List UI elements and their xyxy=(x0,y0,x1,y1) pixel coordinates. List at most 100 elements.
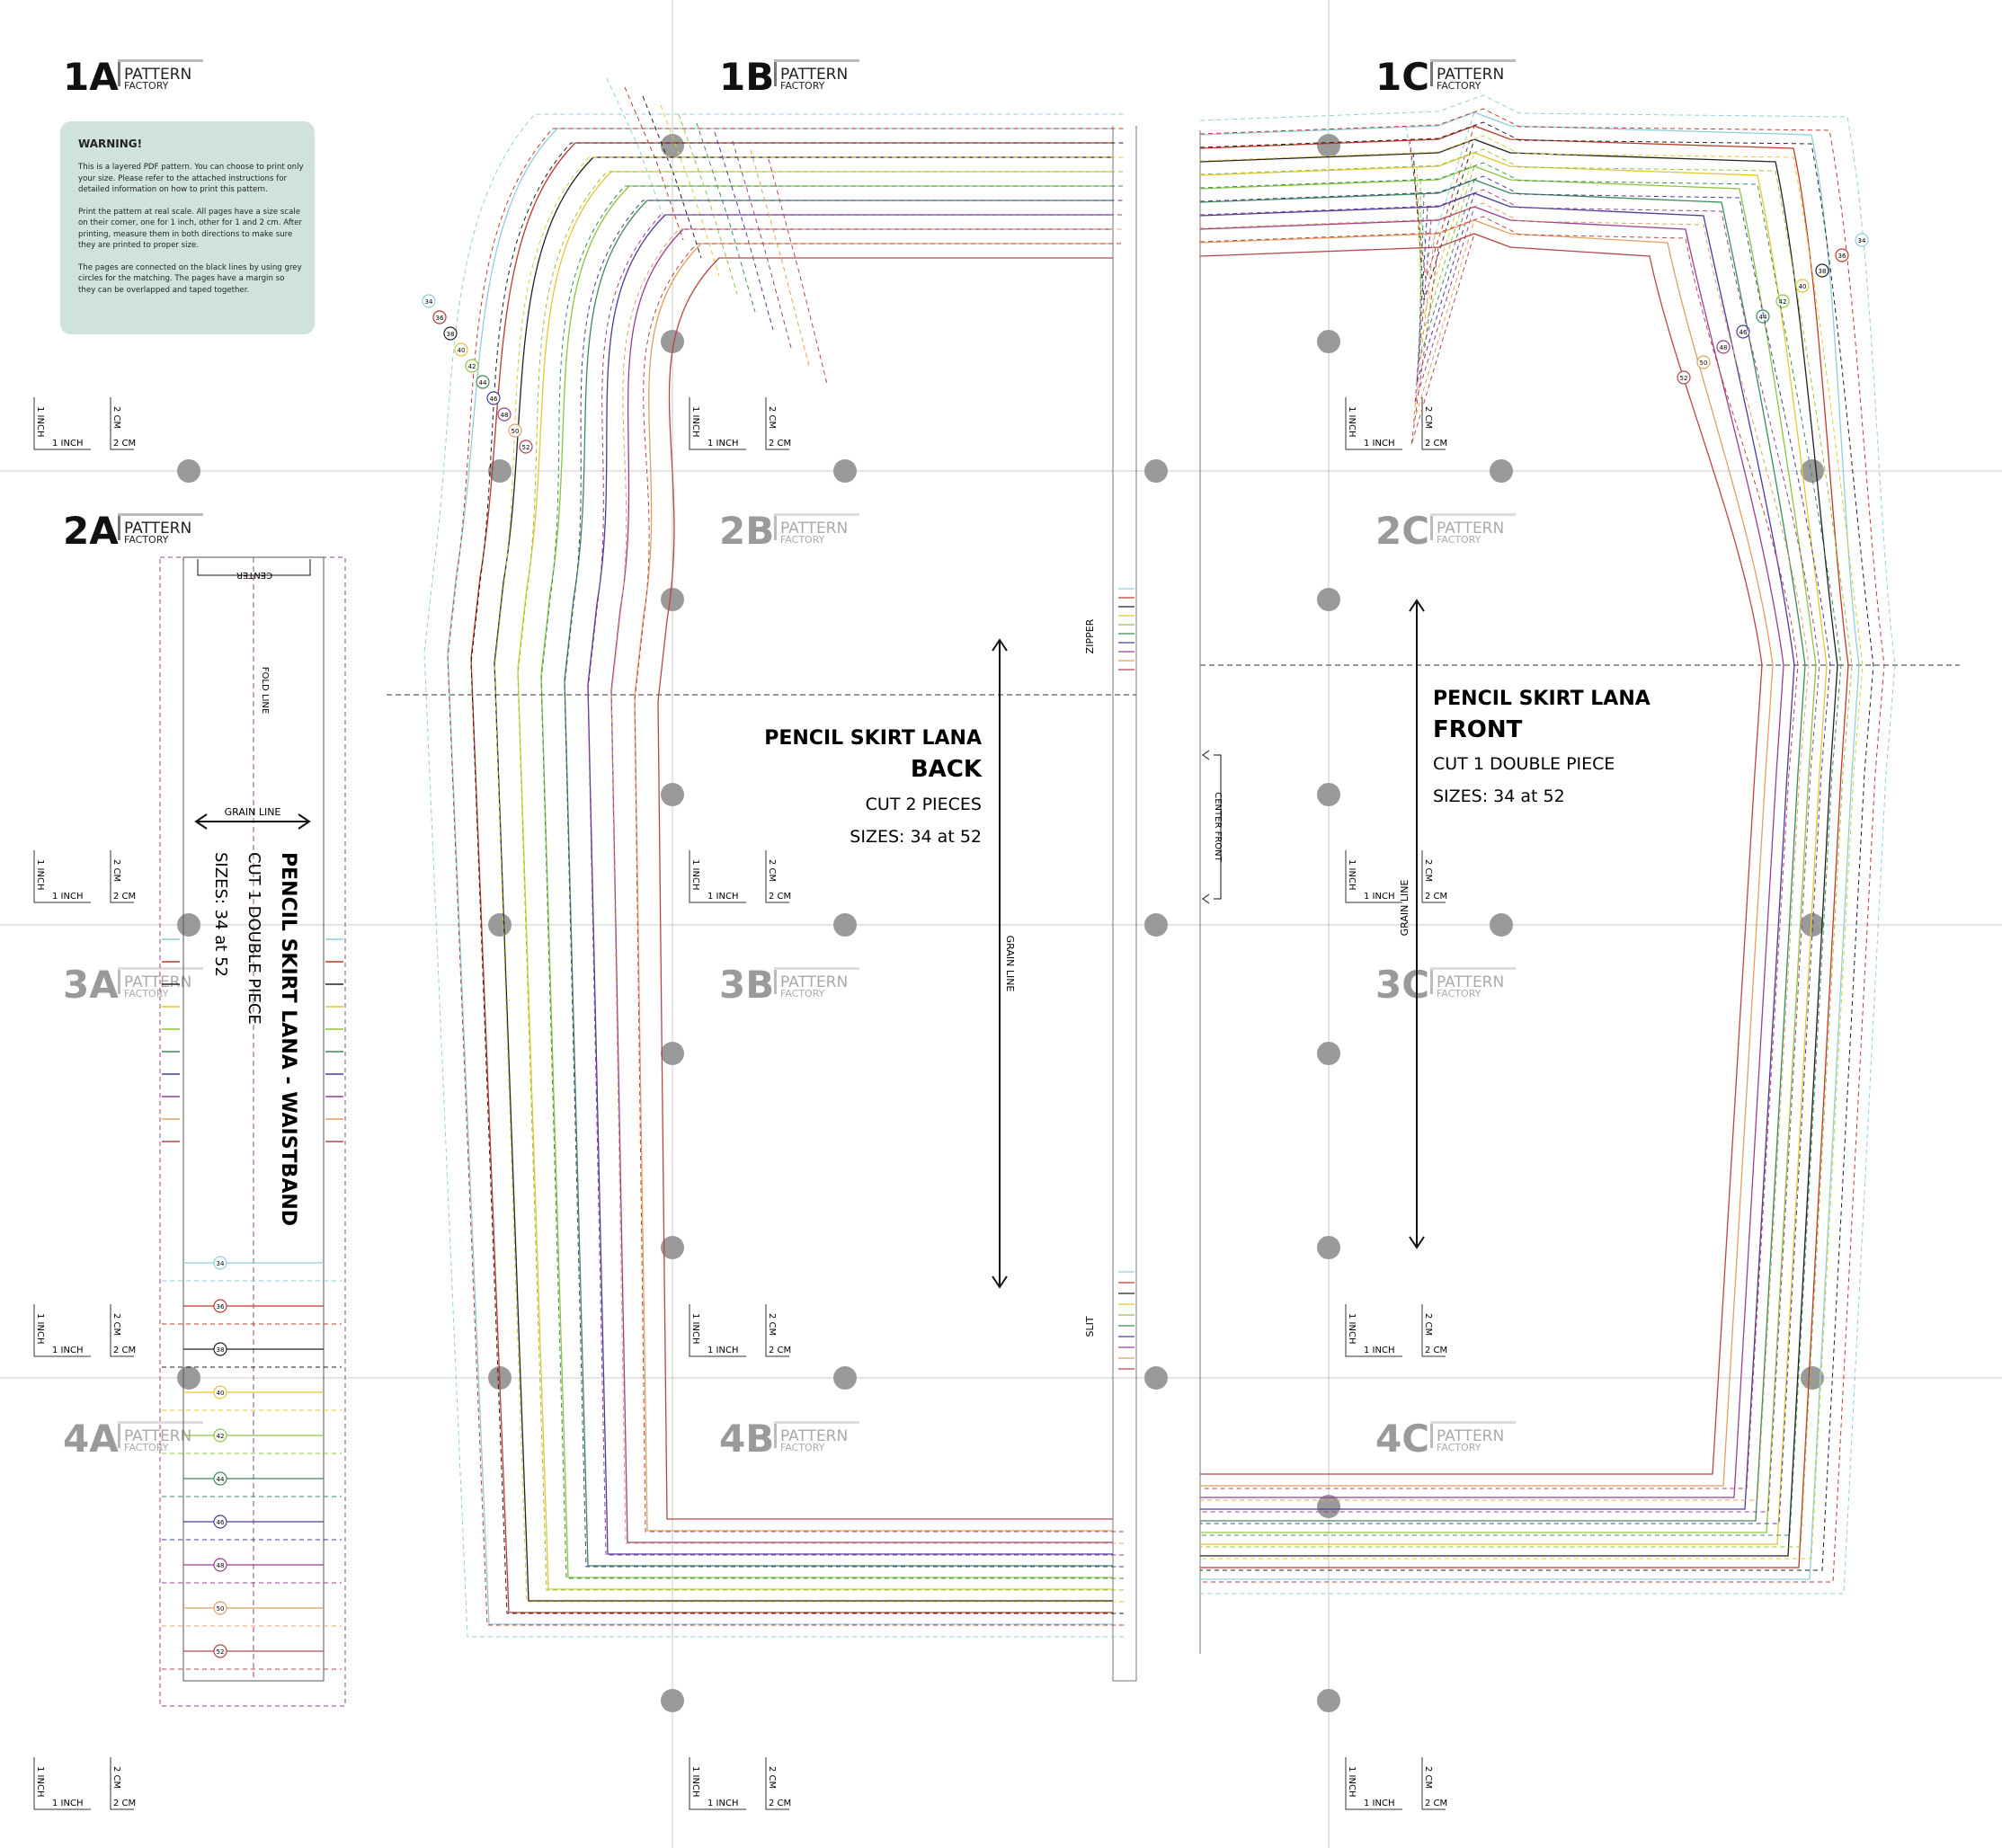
match-circle xyxy=(177,913,200,937)
cm-scale-label: 2 CM xyxy=(769,892,791,902)
front-seam-allowance xyxy=(1199,94,1896,1595)
front-seam-allowance xyxy=(1199,148,1853,1548)
brand-name: FACTORY xyxy=(1437,534,1481,546)
back-seam-allowance xyxy=(494,156,1124,1603)
back-size-outline xyxy=(657,257,1113,1520)
tile-label-2C: 2C xyxy=(1375,509,1429,553)
brand-name: FACTORY xyxy=(1437,80,1481,92)
brand-name: FACTORY xyxy=(124,988,169,1000)
waistband-size-label: 40 xyxy=(217,1390,225,1397)
front-size-badge xyxy=(1696,355,1711,369)
brand-name: PATTERN xyxy=(124,66,191,84)
waistband-size-label: 42 xyxy=(217,1433,225,1440)
front-size-badge xyxy=(1677,370,1691,385)
inch-scale xyxy=(689,397,746,450)
tile-label-2A: 2A xyxy=(63,509,119,553)
front-size-label: 50 xyxy=(1700,360,1708,367)
front-size-badge xyxy=(1815,263,1829,278)
brand-name: FACTORY xyxy=(124,534,169,546)
back-size-badge xyxy=(497,407,512,422)
front-dart xyxy=(1405,111,1475,260)
back-size-label: 46 xyxy=(490,395,498,403)
back-center-edge xyxy=(1112,126,1137,1682)
cm-scale-label: 2 CM xyxy=(1425,1346,1447,1355)
inch-scale xyxy=(1345,1304,1402,1357)
inch-scale-label: 1 INCH xyxy=(707,1346,738,1355)
brand-name: FACTORY xyxy=(780,988,825,1000)
brand-bar xyxy=(1430,1421,1516,1424)
match-circle xyxy=(833,1366,857,1390)
inch-scale xyxy=(689,1304,746,1357)
match-circle xyxy=(488,459,512,483)
back-sizes: SIZES: 34 at 52 xyxy=(850,827,982,847)
back-seam-allowance xyxy=(610,228,1124,1544)
back-size-badge xyxy=(465,359,479,373)
back-dart xyxy=(678,113,738,295)
size-scale-markers: 1 INCH 1 INCH 2 CM 2 CM 1 INCH 1 INCH 2 CM 2 CM… xyxy=(33,397,1447,1810)
back-size-badge xyxy=(508,423,522,438)
brand-bar xyxy=(1430,513,1433,540)
match-circle xyxy=(1317,1495,1340,1518)
back-grain-arrow-head xyxy=(992,1275,1008,1289)
brand-name: PATTERN xyxy=(780,520,848,538)
match-circle xyxy=(661,783,684,806)
match-circle xyxy=(1144,1366,1168,1390)
brand-bar xyxy=(118,59,203,62)
match-circle xyxy=(1317,134,1340,157)
brand-name: PATTERN xyxy=(780,66,848,84)
waistband-size-label: 44 xyxy=(217,1476,225,1483)
waistband-center-label: CENTER xyxy=(236,570,272,580)
back-size-label: 34 xyxy=(425,298,433,306)
brand-bar xyxy=(118,1421,203,1424)
back-dart xyxy=(750,149,810,367)
waistband-size-badge xyxy=(213,1342,227,1356)
brand-bar xyxy=(774,1421,859,1424)
back-dart xyxy=(714,131,774,331)
cm-scale xyxy=(1421,1757,1446,1810)
brand-name: PATTERN xyxy=(124,520,191,538)
back-size-badge xyxy=(476,375,490,389)
inch-scale-label: 1 INCH xyxy=(690,859,700,890)
cm-scale-label: 2 CM xyxy=(111,1766,121,1789)
front-size-label: 40 xyxy=(1799,283,1807,290)
brand-name: FACTORY xyxy=(1437,1442,1481,1453)
waistband-size-badge xyxy=(213,1385,227,1399)
cm-scale-label: 2 CM xyxy=(1425,892,1447,902)
back-size-label: 44 xyxy=(479,379,487,386)
cm-scale-label: 2 CM xyxy=(113,892,136,902)
cm-scale-label: 2 CM xyxy=(767,1313,777,1336)
cm-scale xyxy=(765,397,789,450)
back-size-badge xyxy=(519,440,533,454)
back-subtitle: BACK xyxy=(911,756,983,783)
waistband-grain-label: GRAIN LINE xyxy=(225,806,281,818)
waistband-size-badge xyxy=(213,1256,227,1270)
cm-scale-label: 2 CM xyxy=(113,1799,136,1808)
brand-bar xyxy=(118,967,120,994)
front-size-badge xyxy=(1716,340,1731,354)
tile-label-1C: 1C xyxy=(1375,55,1429,99)
front-subtitle: FRONT xyxy=(1433,716,1523,743)
back-seam-allowance xyxy=(517,171,1124,1591)
brand-name: PATTERN xyxy=(780,973,848,991)
brand-name: FACTORY xyxy=(124,1442,169,1453)
back-size-outline xyxy=(564,200,1113,1567)
match-circle xyxy=(1317,1236,1340,1259)
back-size-label: 52 xyxy=(522,444,530,451)
back-size-badge xyxy=(486,391,501,405)
cm-scale xyxy=(110,397,134,450)
brand-bar xyxy=(774,967,777,994)
waistband-grain-arrow-head xyxy=(298,813,311,830)
front-seam-allowance xyxy=(1199,135,1864,1559)
waistband-size-badge xyxy=(213,1601,227,1615)
back-seam-allowance xyxy=(470,142,1124,1614)
inch-scale-label: 1 INCH xyxy=(1364,1799,1394,1808)
back-grain-arrow-head xyxy=(992,638,1008,652)
tile-label-2B: 2B xyxy=(719,509,774,553)
brand-bar xyxy=(774,967,859,970)
match-circle xyxy=(1317,1689,1340,1712)
inch-scale-label: 1 INCH xyxy=(52,1346,83,1355)
brand-bar xyxy=(1430,59,1516,62)
cm-scale-label: 2 CM xyxy=(769,439,791,449)
